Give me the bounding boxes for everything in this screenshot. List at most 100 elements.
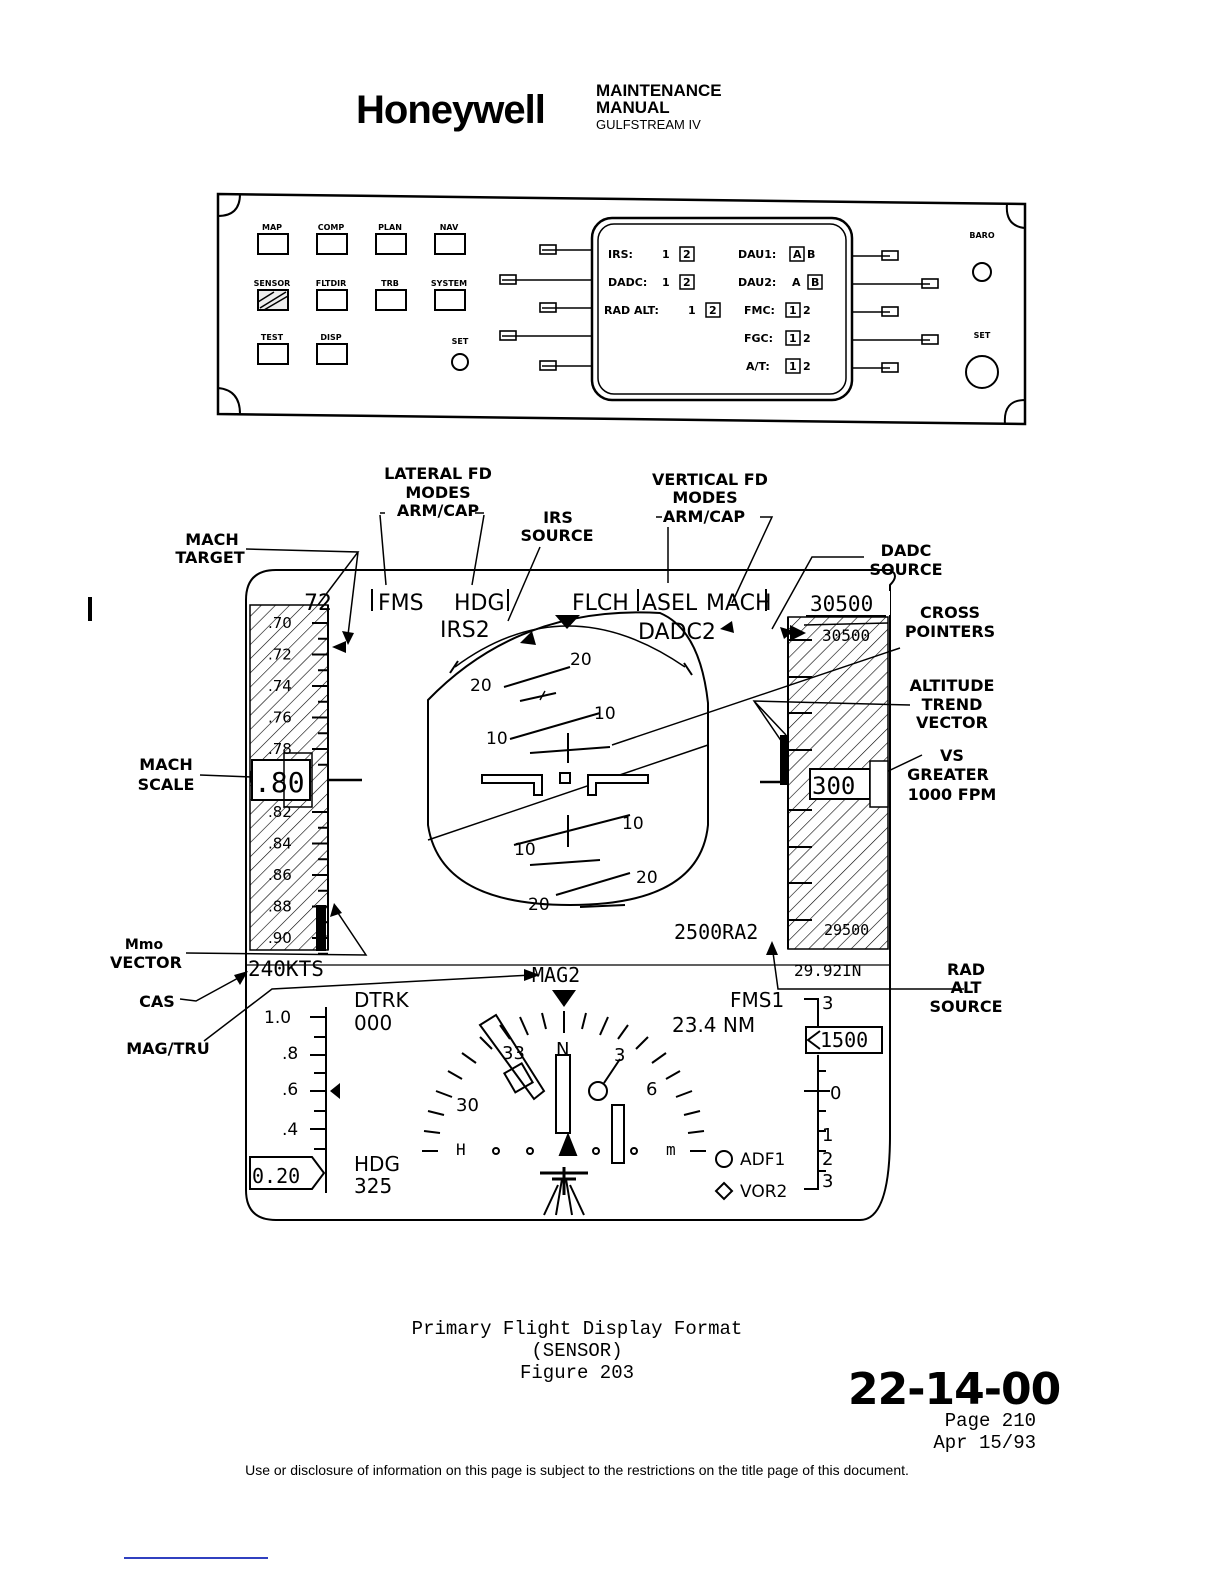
attitude-indicator: 20 20 10 10 10 10 20 20 <box>427 611 709 915</box>
heading-bug <box>478 1013 546 1101</box>
lubber-line <box>552 990 576 1007</box>
fgc-value: 2 <box>803 332 811 345</box>
caption-line2: (SENSOR) <box>531 1340 623 1362</box>
set-knob-right[interactable]: SET <box>965 331 999 389</box>
rad-alt-source-line3: SOURCE <box>929 997 1002 1016</box>
controller-screen <box>590 216 854 402</box>
mach-tick-label: .90 <box>268 929 292 947</box>
irs-box: 2 <box>683 248 691 261</box>
map-button[interactable]: MAP <box>257 223 289 255</box>
accel-scale: 1.0 .8 .6 .4 0.20 <box>249 1007 340 1193</box>
dau2-value: A <box>792 276 801 289</box>
irs-source-callout: IRS SOURCE <box>520 508 593 545</box>
disp-button[interactable]: DISP <box>316 333 348 365</box>
altitude-readout: 300 <box>812 772 855 800</box>
mach-tick-label: .82 <box>268 803 292 821</box>
panel-corner <box>1005 203 1026 230</box>
pitch-ladder <box>503 666 631 908</box>
irs-source-line2: SOURCE <box>520 526 593 545</box>
cross-pointers-line1: CROSS <box>920 603 980 622</box>
set-knob-left-label: SET <box>452 337 469 346</box>
comp-button[interactable]: COMP <box>316 223 348 255</box>
altitude-tape: 30500 30500 300 29500 <box>760 591 890 950</box>
section-number: 22-14-00 <box>848 1364 1061 1415</box>
mach-tape: .70.72.74.76.78.82.84.86.88.90 .80 <box>249 604 362 955</box>
accel-readout: 0.20 <box>252 1164 300 1188</box>
baro-knob[interactable]: BARO <box>969 231 995 282</box>
vertical-fd-line2: MODES <box>672 488 737 507</box>
aircraft-symbol <box>481 772 649 796</box>
irs-source-line1: IRS <box>543 508 573 527</box>
dadc-label: DADC: <box>608 276 647 289</box>
vs-greater-line1: VS <box>940 746 964 765</box>
pitch-label-20-up: 20 <box>470 676 492 696</box>
mach-tick-label: .88 <box>268 898 292 916</box>
lateral-captured-mode: HDG <box>454 591 505 616</box>
manual-line2: MANUAL <box>596 98 670 117</box>
irs-source-value: IRS2 <box>440 618 490 643</box>
bearing-sources: ADF1 VOR2 <box>714 1150 787 1202</box>
altitude-trend-vector <box>780 735 788 785</box>
mach-tick-label: .78 <box>268 740 292 758</box>
distance-value: 23.4 NM <box>672 1013 755 1037</box>
altitude-trend-line2: TREND <box>922 695 983 714</box>
vs-readout: 1500 <box>820 1028 868 1052</box>
attitude-outline <box>427 611 709 907</box>
figure-caption: Primary Flight Display Format (SENSOR) F… <box>0 1318 1154 1384</box>
accel-readout-box <box>249 1156 326 1190</box>
accel-tick-0-8: .8 <box>282 1044 298 1064</box>
pitch-label-10-down-right: 10 <box>622 814 644 834</box>
system-button[interactable]: SYSTEM <box>431 279 467 311</box>
pitch-labels: 20 20 10 10 10 10 20 20 <box>470 650 658 915</box>
nav-button[interactable]: NAV <box>434 223 466 255</box>
compass-w: H <box>456 1140 466 1159</box>
mach-target-callout: MACH TARGET <box>175 530 244 567</box>
at-box: 1 <box>789 360 797 373</box>
dadc-box: 2 <box>683 276 691 289</box>
hsi-course-pointers <box>478 1013 638 1216</box>
fltdir-button[interactable]: FLTDIR <box>316 279 348 311</box>
mach-target-bug <box>332 641 346 653</box>
fmc-value: 2 <box>803 304 811 317</box>
radalt-box: 2 <box>709 304 717 317</box>
lateral-fd-line1: LATERAL FD <box>384 464 492 483</box>
vor-source: VOR2 <box>740 1182 787 1202</box>
test-button[interactable]: TEST <box>257 333 289 365</box>
vertical-captured-mode: FLCH <box>572 591 629 616</box>
mach-readout: .80 <box>254 766 305 799</box>
sensor-button[interactable]: SENSOR <box>254 279 291 311</box>
hdg-value: 325 <box>354 1174 392 1198</box>
compass-n: N <box>556 1039 569 1060</box>
compass-e: m <box>666 1140 676 1159</box>
mode-annunciators: 72 FMS HDG IRS2 FLCH ASEL MACH DADC2 <box>304 589 772 645</box>
altitude-target: 30500 <box>810 592 873 616</box>
set-knob-left[interactable]: SET <box>451 337 469 371</box>
at-value: 2 <box>803 360 811 373</box>
mag-source: MAG2 <box>532 963 580 987</box>
cross-pointers-callout: CROSS POINTERS <box>905 603 995 641</box>
lateral-armed-mode: FMS <box>378 591 424 616</box>
trb-button[interactable]: TRB <box>375 279 407 311</box>
fgc-label: FGC: <box>744 332 773 345</box>
mach-tick-label: .74 <box>268 677 292 695</box>
cas-value: 240KTS <box>248 957 324 981</box>
mmo-vector-callout: Mmo VECTOR <box>110 937 182 972</box>
mach-scale-callout: MACH SCALE <box>138 755 195 794</box>
plan-button[interactable]: PLAN <box>375 223 407 255</box>
callout-labels: LATERAL FD MODES ARM/CAP VERTICAL FD MOD… <box>110 464 1003 1058</box>
set-knob-right-label: SET <box>974 331 991 340</box>
radalt-value: 1 <box>688 304 696 317</box>
accel-tick-1-0: 1.0 <box>264 1008 291 1028</box>
vs-greater-line2: GREATER <box>907 765 989 784</box>
manual-line3: GULFSTREAM IV <box>596 117 701 132</box>
mach-tick-label: .86 <box>268 866 292 884</box>
pitch-label-10-up-right: 10 <box>594 704 616 724</box>
